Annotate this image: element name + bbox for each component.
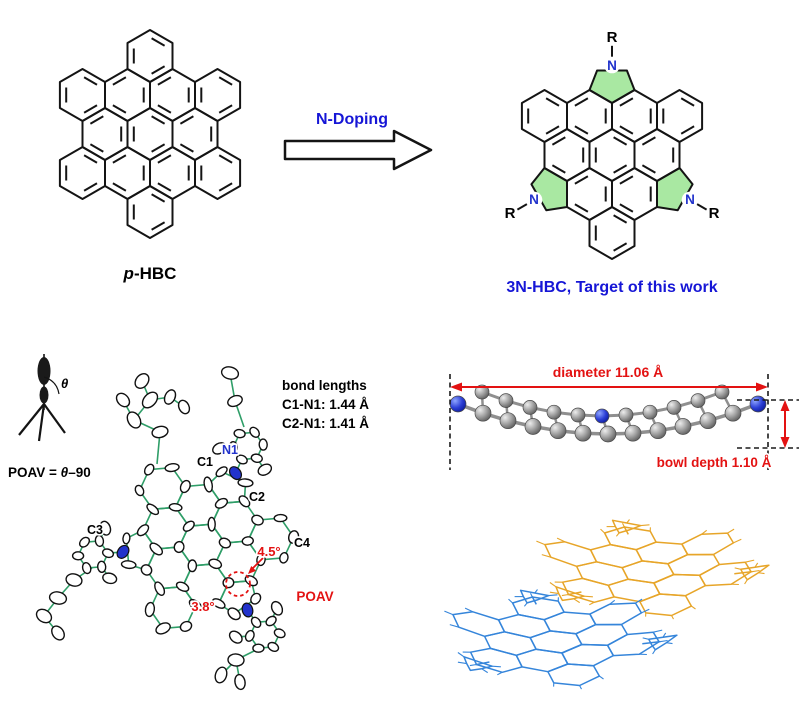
diameter-arrowhead-right: [756, 382, 768, 392]
theta-label: θ: [61, 376, 68, 391]
nhbc-substituent-right: R: [709, 205, 720, 222]
bond-length-c2n1: C2-N1: 1.41 Å: [282, 416, 369, 431]
bowl-depth-annotation: bowl depth 1.10 Å: [655, 399, 799, 472]
sigma-bond-right: [43, 403, 66, 434]
p-orbital-lower-lobe: [39, 386, 49, 404]
nhbc-structure: [516, 45, 708, 260]
atom-label-c4: C4: [294, 536, 310, 550]
packing-structure: [444, 519, 770, 690]
theta-arc: [43, 376, 60, 395]
sideview-structure: [449, 384, 767, 443]
phbc-label-italic: p: [123, 264, 134, 283]
diameter-arrowhead-left: [450, 382, 462, 392]
poav-formula-prefix: POAV =: [8, 465, 61, 480]
phbc-label-rest: -HBC: [134, 264, 177, 283]
angle-arrowhead: [248, 566, 256, 574]
ortep-annotations: C1 N1 C2 C3 C4 4.5° 3.8° POAV bond lengt…: [85, 376, 371, 616]
depth-arrowhead-top: [780, 400, 790, 411]
depth-arrowhead-bottom: [780, 437, 790, 448]
diameter-label: diameter 11.06 Å: [553, 364, 664, 380]
poav-dashed-circle: [225, 571, 251, 597]
atom-label-c2: C2: [249, 490, 265, 504]
phbc-label: p-HBC: [123, 264, 177, 283]
poav-inset-diagram: θ: [18, 354, 68, 442]
phbc-structure: [58, 29, 242, 239]
ndoping-label: N-Doping: [316, 111, 388, 128]
atom-label-c3: C3: [87, 523, 103, 537]
nhbc-nitrogen-left: N: [529, 192, 539, 207]
nhbc-nitrogen-top: N: [607, 58, 617, 73]
atom-label-n1: N1: [222, 443, 238, 457]
sigma-bond-middle: [37, 403, 46, 442]
poav-label: POAV: [296, 589, 333, 604]
bond-length-c1n1: C1-N1: 1.44 Å: [282, 397, 369, 412]
reaction-arrow: [283, 129, 433, 171]
p-orbital-upper-lobe: [37, 357, 51, 385]
ortep-structure: [35, 366, 300, 691]
nhbc-label: 3N-HBC, Target of this work: [506, 279, 717, 296]
diameter-annotation: diameter 11.06 Å: [449, 362, 769, 470]
atom-label-c1: C1: [197, 455, 213, 469]
poav-angle-2: 3.8°: [191, 599, 214, 614]
poav-formula-theta: θ: [61, 465, 69, 480]
nhbc-substituent-top: R: [607, 29, 618, 46]
poav-angle-1: 4.5°: [257, 544, 280, 559]
poav-formula: POAV = θ–90: [8, 465, 91, 480]
sigma-bond-left: [18, 403, 45, 436]
poav-formula-suffix: –90: [68, 465, 91, 480]
nhbc-nitrogen-right: N: [685, 192, 695, 207]
bond-lengths-title: bond lengths: [282, 378, 367, 393]
bowl-depth-label: bowl depth 1.10 Å: [657, 455, 772, 470]
nhbc-substituent-left: R: [505, 205, 516, 222]
